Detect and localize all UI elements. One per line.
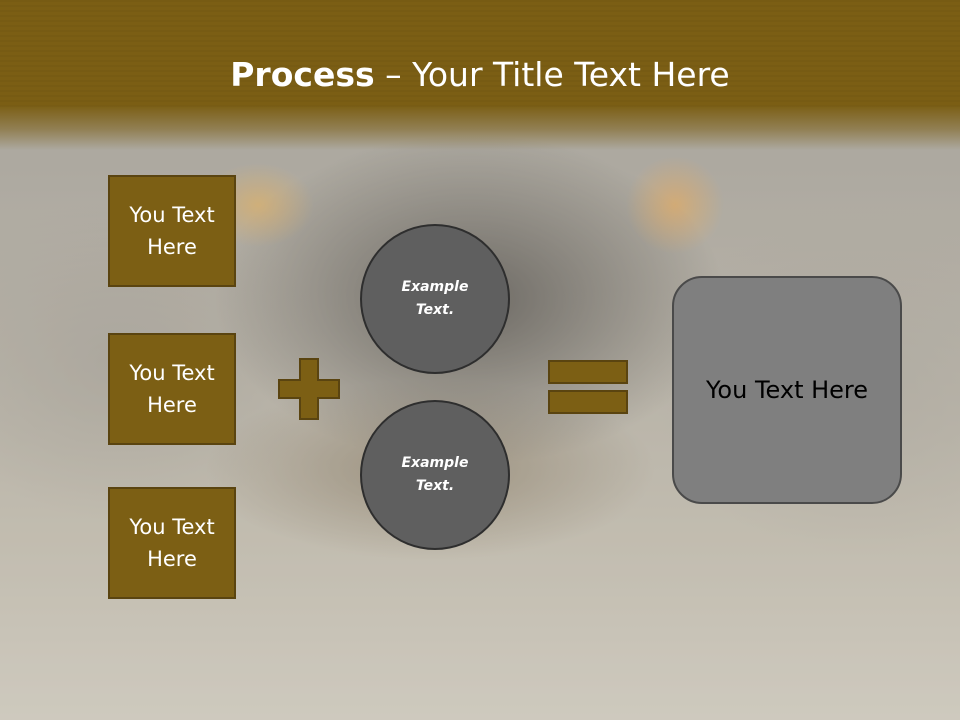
circle-label: Example Text. bbox=[401, 279, 469, 318]
result-box[interactable]: You Text Here bbox=[672, 276, 902, 504]
text-box-3[interactable]: You Text Here bbox=[108, 487, 236, 599]
slide-title[interactable]: Process – Your Title Text Here bbox=[0, 52, 960, 98]
result-label: You Text Here bbox=[705, 376, 869, 404]
circle-label: Example Text. bbox=[401, 455, 469, 494]
example-circle-2[interactable]: Example Text. bbox=[360, 400, 510, 550]
header-band bbox=[0, 0, 960, 150]
text-box-label: You Text Here bbox=[129, 361, 215, 417]
title-bold: Process bbox=[230, 55, 375, 94]
header-texture bbox=[0, 0, 960, 110]
equals-icon bbox=[548, 360, 628, 414]
plus-icon bbox=[278, 358, 340, 420]
text-box-label: You Text Here bbox=[129, 203, 215, 259]
text-box-2[interactable]: You Text Here bbox=[108, 333, 236, 445]
example-circle-1[interactable]: Example Text. bbox=[360, 224, 510, 374]
title-rest: – Your Title Text Here bbox=[374, 55, 730, 94]
text-box-1[interactable]: You Text Here bbox=[108, 175, 236, 287]
text-box-label: You Text Here bbox=[129, 515, 215, 571]
